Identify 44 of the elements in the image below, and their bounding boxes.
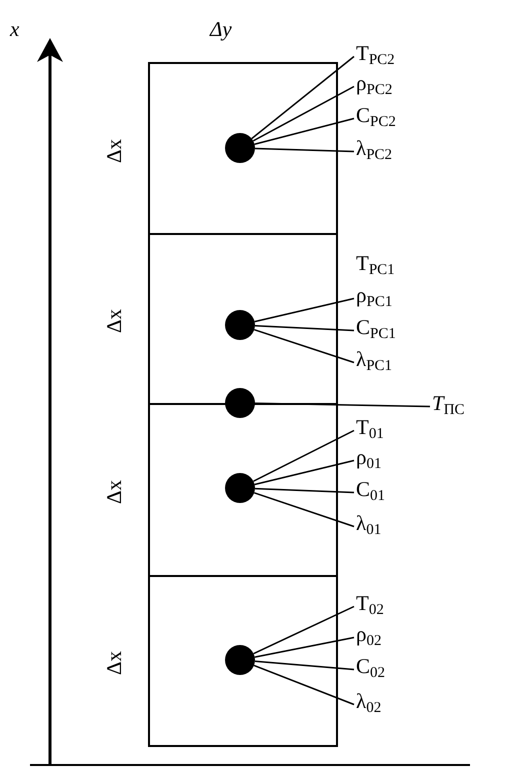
dimension-label: Δx xyxy=(103,480,125,504)
leader-line xyxy=(254,402,430,408)
parameter-label: T$_{01}$ xyxy=(356,416,384,445)
leader-line xyxy=(254,664,354,706)
axis-label: x xyxy=(10,18,20,40)
leader-line xyxy=(254,298,354,322)
leader-line xyxy=(252,86,354,142)
node-dot xyxy=(225,473,255,503)
parameter-label: C$_{PC1}$ xyxy=(356,316,396,345)
parameter-label: T$_{ПС}$ xyxy=(432,392,465,421)
dimension-label: Δx xyxy=(103,138,125,162)
leader-line xyxy=(254,488,354,494)
leader-line xyxy=(254,324,354,332)
parameter-label: C$_{02}$ xyxy=(356,655,386,684)
parameter-label: C$_{PC2}$ xyxy=(356,104,396,133)
parameter-label: λ$_{01}$ xyxy=(356,512,382,541)
leader-line xyxy=(254,328,354,364)
parameter-label: ρ$_{PC1}$ xyxy=(356,284,392,313)
parameter-label: λ$_{PC2}$ xyxy=(356,137,392,166)
leader-line xyxy=(251,56,354,140)
parameter-label: C$_{01}$ xyxy=(356,478,386,507)
node-dot xyxy=(225,310,255,340)
parameter-label: T$_{02}$ xyxy=(356,592,384,621)
dimension-label: Δx xyxy=(103,651,125,675)
leader-line xyxy=(254,148,354,152)
leader-line xyxy=(254,118,354,145)
leader-line xyxy=(254,636,354,658)
parameter-label: ρ$_{02}$ xyxy=(356,623,382,652)
leader-line xyxy=(254,460,354,486)
leader-line xyxy=(253,430,354,482)
dimension-label: Δx xyxy=(103,309,125,333)
leader-line xyxy=(254,492,354,528)
parameter-label: ρ$_{01}$ xyxy=(356,446,382,475)
parameter-label: T$_{PC2}$ xyxy=(356,42,395,71)
parameter-label: λ$_{PC1}$ xyxy=(356,348,392,377)
node-dot xyxy=(225,388,255,418)
parameter-label: ρ$_{PC2}$ xyxy=(356,72,392,101)
leader-line xyxy=(254,660,354,670)
node-dot xyxy=(225,645,255,675)
parameter-label: λ$_{02}$ xyxy=(356,690,382,719)
leader-line xyxy=(253,606,354,654)
node-dot xyxy=(225,133,255,163)
parameter-label: T$_{PC1}$ xyxy=(356,252,395,280)
axis-label: Δy xyxy=(210,18,232,40)
